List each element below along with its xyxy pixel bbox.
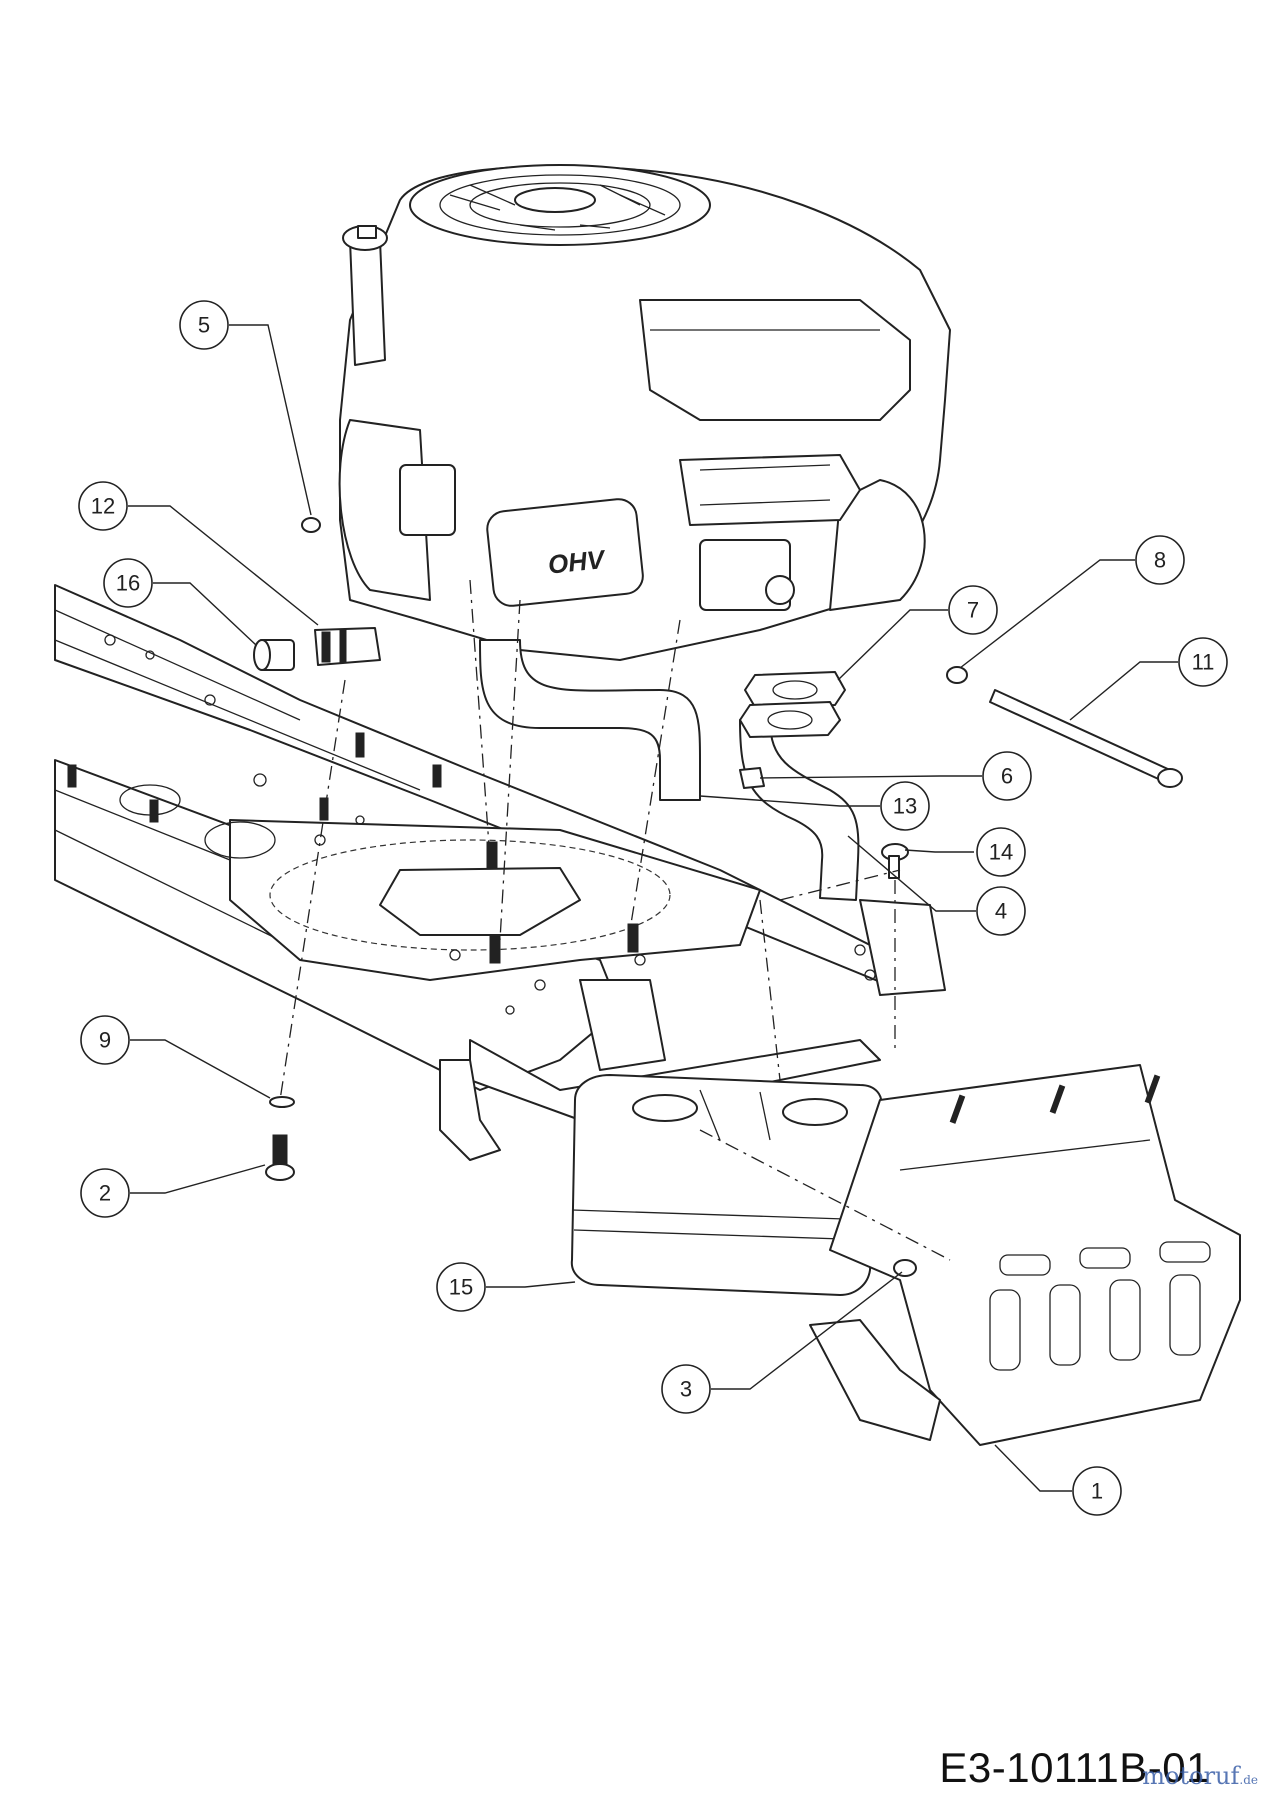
- callout-leaders: [128, 324, 1178, 1492]
- drawing-code: E3-10111B-01: [939, 1744, 1210, 1791]
- part-16-spacer: [253, 639, 295, 671]
- callout-11-label: 11: [1192, 650, 1215, 675]
- watermark-logo: motoruf.de: [1142, 1762, 1258, 1790]
- heat-shield: [809, 1064, 1241, 1446]
- callout-5: 5: [179, 300, 229, 350]
- part-3-nut: [893, 1259, 917, 1277]
- part-2-bolt: [265, 1134, 295, 1181]
- part-6-nut: [739, 767, 765, 789]
- callout-2: 2: [80, 1168, 130, 1218]
- callout-1: 1: [1072, 1466, 1122, 1516]
- callout-15-label: 15: [449, 1275, 473, 1300]
- callout-5-label: 5: [198, 313, 210, 338]
- callout-4: 4: [976, 886, 1026, 936]
- callout-9-label: 9: [99, 1028, 111, 1053]
- engine-badge-text: OHV: [547, 544, 609, 580]
- part-9-washer: [269, 1096, 295, 1108]
- callout-2-label: 2: [99, 1181, 111, 1206]
- exhaust-pipe-left: [479, 639, 701, 801]
- callout-14: 14: [976, 827, 1026, 877]
- watermark-text: motoruf: [1142, 1762, 1240, 1790]
- callout-14-label: 14: [989, 840, 1013, 865]
- exhaust-pipe-right: [739, 671, 860, 901]
- callout-12: 12: [78, 481, 128, 531]
- part-12-connector: [314, 627, 381, 666]
- callout-3-label: 3: [680, 1377, 692, 1402]
- callout-15: 15: [436, 1262, 486, 1312]
- callout-16: 16: [103, 558, 153, 608]
- callout-7-label: 7: [967, 598, 979, 623]
- part-4-bolt: [881, 843, 909, 879]
- callout-6: 6: [982, 751, 1032, 801]
- part-8-nut: [946, 666, 968, 684]
- callout-8: 8: [1135, 535, 1185, 585]
- callout-8-label: 8: [1154, 548, 1166, 573]
- callout-6-label: 6: [1001, 764, 1013, 789]
- callout-7: 7: [948, 585, 998, 635]
- muffler: [570, 1074, 883, 1296]
- callout-9: 9: [80, 1015, 130, 1065]
- callout-16-label: 16: [116, 571, 140, 596]
- assembly-centerlines: [279, 579, 951, 1261]
- callout-12-label: 12: [91, 494, 115, 519]
- callout-13-label: 13: [893, 794, 917, 819]
- part-11-rod: [989, 689, 1183, 788]
- engine: OHV: [338, 164, 951, 661]
- callout-11: 11: [1178, 637, 1228, 687]
- callout-3: 3: [661, 1364, 711, 1414]
- callout-1-label: 1: [1091, 1479, 1103, 1504]
- chassis-frame: [54, 584, 946, 1161]
- callout-13: 13: [880, 781, 930, 831]
- part-5-nut: [301, 517, 321, 533]
- callout-4-label: 4: [995, 899, 1007, 924]
- watermark-suffix: .de: [1239, 1773, 1258, 1787]
